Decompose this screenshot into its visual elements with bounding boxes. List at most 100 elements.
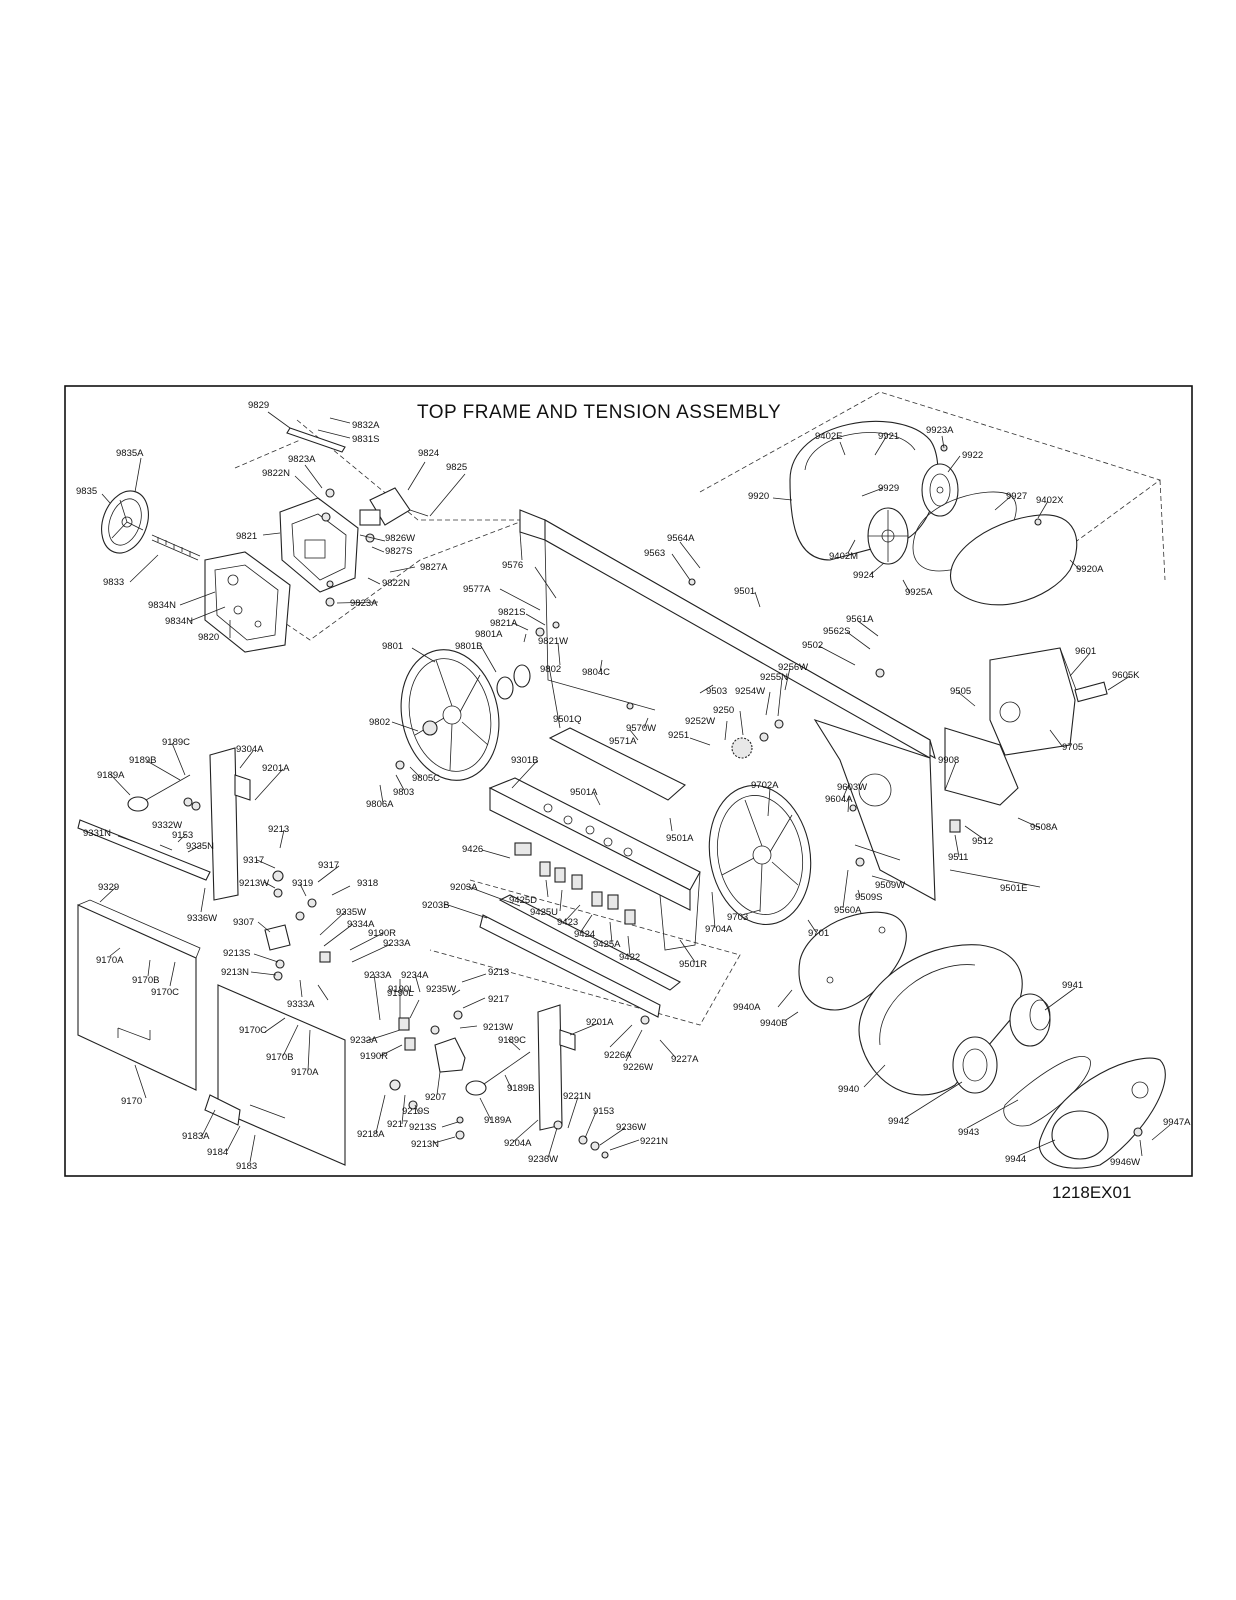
callout: 9703 [727, 912, 748, 923]
callout: 9189A [97, 770, 125, 781]
callout: 9946W [1110, 1157, 1140, 1168]
mount-bracket-9821 [279, 497, 359, 593]
belt-9943 [1003, 1056, 1091, 1127]
callout: 9254W [735, 686, 765, 697]
callout: 9307 [233, 917, 254, 928]
lower-wheel-9701 [708, 784, 812, 926]
callout: 9319 [292, 878, 313, 889]
callout: 9605K [1112, 670, 1140, 681]
bracket-plate-9820 [204, 551, 291, 653]
callout: 9334A [347, 919, 375, 930]
pulley-9922 [921, 463, 959, 517]
callout: 9560A [834, 905, 862, 916]
callout: 9806A [366, 799, 394, 810]
knob-lower-9189A [465, 1080, 487, 1096]
block-9307 [264, 924, 291, 951]
callout: 9335W [336, 907, 366, 918]
callout: 9184 [207, 1147, 228, 1158]
callout: 9153 [593, 1106, 614, 1117]
bar-9329 [77, 819, 211, 881]
callout: 9233A [364, 970, 392, 981]
callout: 9422 [619, 952, 640, 963]
callout: 9233A [383, 938, 411, 949]
callout: 9832A [352, 420, 380, 431]
guide-block-9207 [434, 1037, 466, 1073]
callout: 9207 [425, 1092, 446, 1103]
callout: 9329 [98, 882, 119, 893]
motor-9601 [989, 647, 1108, 756]
callout: 9821W [538, 636, 568, 647]
callout: 9213W [483, 1022, 513, 1033]
callout: 9233A [350, 1035, 378, 1046]
callout: 9170B [132, 975, 159, 986]
callout: 9947A [1163, 1117, 1191, 1128]
callout: 9501A [570, 787, 598, 798]
callout: 9203B [422, 900, 449, 911]
callout: 9821S [498, 607, 525, 618]
callout: 9509W [875, 880, 905, 891]
callout: 9502 [802, 640, 823, 651]
callout: 9250 [713, 705, 734, 716]
callout: 9402E [815, 431, 842, 442]
brush-holder-9203B [479, 894, 682, 1018]
callout: 9604A [825, 794, 853, 805]
callout: 9501R [679, 959, 707, 970]
callout: 9942 [888, 1116, 909, 1127]
callout: 9704A [705, 924, 733, 935]
callout: 9255N [760, 672, 788, 683]
callout: 9425D [509, 895, 537, 906]
callout: 9571A [609, 736, 637, 747]
guard-housing-9940 [858, 944, 1023, 1096]
callout: 9227A [671, 1054, 699, 1065]
callout: 9317 [243, 855, 264, 866]
pulley-9942 [952, 1036, 998, 1094]
callout: 9256W [778, 662, 808, 673]
callout: 9824 [418, 448, 439, 459]
callout: 9822N [382, 578, 410, 589]
callout: 9924 [853, 570, 874, 581]
switch-9824 [359, 487, 429, 526]
callout: 9336W [187, 913, 217, 924]
callout: 9201A [586, 1017, 614, 1028]
callout: 9213N [411, 1139, 439, 1150]
cover-9944 [1038, 1057, 1166, 1169]
callout: 9801B [455, 641, 482, 652]
callout: 9217 [387, 1119, 408, 1130]
callout: 9501 [734, 586, 755, 597]
callout: 9252W [685, 716, 715, 727]
callout: 9803 [393, 787, 414, 798]
callout: 9925A [905, 587, 933, 598]
callout: 9802 [540, 664, 561, 675]
callout: 9920 [748, 491, 769, 502]
callout: 9423 [557, 917, 578, 928]
callout: 9804C [582, 667, 610, 678]
callout: 9576 [502, 560, 523, 571]
callout: 9505 [950, 686, 971, 697]
callout-labels: 9829 9832A 9831S 9835A 9823A 9822N 9824 … [76, 400, 1191, 1172]
bracket-9201A [537, 1004, 576, 1131]
callout: 9501A [666, 833, 694, 844]
callout: 9570W [626, 723, 656, 734]
callout: 9424 [574, 929, 595, 940]
callout: 9219S [402, 1106, 429, 1117]
callout: 9318 [357, 878, 378, 889]
callout: 9304A [236, 744, 264, 755]
callout: 9940A [733, 1002, 761, 1013]
callout: 9425U [530, 907, 558, 918]
callout: 9921 [878, 431, 899, 442]
callout: 9820 [198, 632, 219, 643]
callout: 9217 [488, 994, 509, 1005]
callout: 9203A [450, 882, 478, 893]
callout: 9234A [401, 970, 429, 981]
callout: 9802 [369, 717, 390, 728]
callout: 9301B [511, 755, 538, 766]
callout: 9331N [83, 828, 111, 839]
callout: 9402M [829, 551, 858, 562]
door-9183 [204, 984, 346, 1166]
callout: 9564A [667, 533, 695, 544]
callout: 9201A [262, 763, 290, 774]
callout: 9503 [706, 686, 727, 697]
callout: 9920A [1076, 564, 1104, 575]
callout: 9944 [1005, 1154, 1026, 1165]
